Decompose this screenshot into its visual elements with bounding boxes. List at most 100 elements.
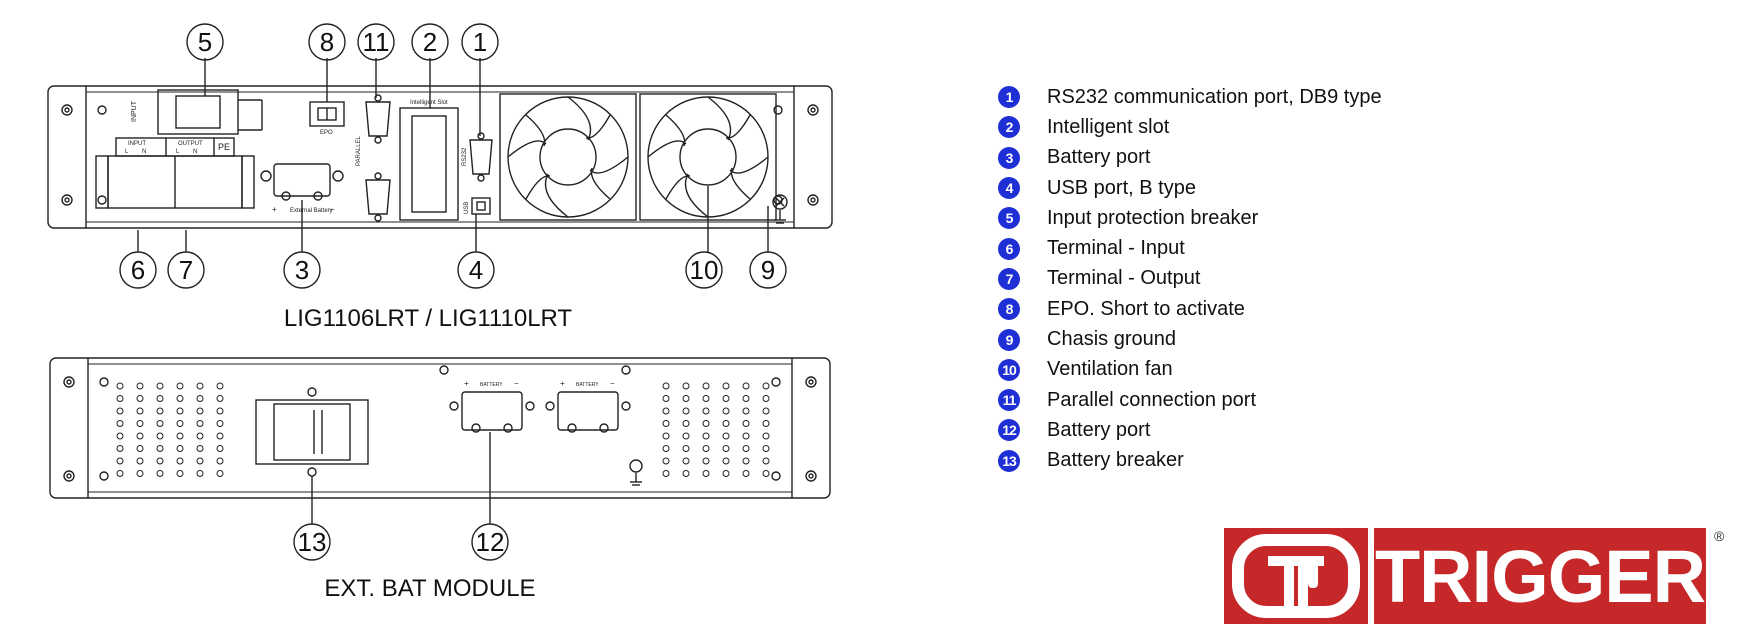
legend-item-text: Chasis ground: [1047, 328, 1176, 351]
external-battery-port: External Battery + −: [260, 163, 344, 214]
vent-hole: [722, 470, 730, 477]
legend-item-text: Input protection breaker: [1047, 206, 1259, 229]
legend-item-text: Battery port: [1047, 418, 1151, 441]
vent-hole: [216, 395, 224, 402]
vent-hole: [662, 445, 670, 452]
vent-hole: [762, 420, 770, 427]
legend-number-badge: 2: [998, 116, 1020, 139]
parallel-label: PARALLEL: [356, 135, 362, 166]
vent-hole: [702, 432, 710, 440]
intelligent-slot-label: Intelligent Slot: [410, 100, 448, 106]
legend-item-text: Battery port: [1047, 146, 1151, 169]
epo-connector: EPO: [309, 101, 345, 136]
vent-hole: [116, 420, 124, 427]
vent-hole: [662, 382, 670, 390]
callout-12-label: 12: [476, 527, 505, 557]
legend-number-badge: 11: [998, 389, 1020, 412]
front-chassis-outline: [47, 85, 833, 229]
rs232-label: RS232: [462, 147, 468, 166]
callout-4-label: 4: [469, 255, 483, 285]
trigger-logo-mark: [1224, 528, 1368, 624]
vent-hole: [196, 457, 204, 465]
vent-hole: [682, 407, 690, 415]
callout-13-label: 13: [298, 527, 327, 557]
vent-hole: [156, 432, 164, 440]
vent-hole: [196, 432, 204, 440]
epo-label: EPO: [320, 130, 333, 136]
legend-number-badge: 10: [998, 358, 1020, 381]
callout-11: [357, 23, 395, 61]
callout-11-label: 11: [363, 27, 390, 57]
vent-hole: [702, 420, 710, 427]
vent-hole: [722, 420, 730, 427]
callout-3-label: 3: [295, 255, 309, 285]
external-battery-label: External Battery: [290, 208, 333, 214]
vent-hole: [216, 470, 224, 477]
vent-hole: [176, 420, 184, 427]
battery-breaker: [255, 387, 369, 477]
module-battery-label-2: BATTERY: [576, 382, 599, 388]
vent-hole: [662, 395, 670, 402]
vent-hole: [156, 382, 164, 390]
vent-hole: [742, 420, 750, 427]
terminal-l-label: L: [125, 149, 129, 155]
trigger-logo-wordmark: TRIGGER: [1374, 528, 1706, 624]
ext-battery-module: BATTERY + − BATTERY + −: [49, 357, 831, 561]
vent-hole: [722, 407, 730, 415]
vent-hole: [176, 382, 184, 390]
vent-hole: [216, 382, 224, 390]
vent-hole: [682, 457, 690, 465]
external-battery-minus: −: [330, 205, 335, 214]
vent-hole: [762, 445, 770, 452]
legend-item: 3 Battery port: [998, 143, 1382, 173]
vent-hole: [762, 407, 770, 415]
vent-hole: [682, 395, 690, 402]
vent-hole: [116, 382, 124, 390]
legend-number-badge: 5: [998, 207, 1020, 230]
terminal-n-label: N: [142, 149, 146, 155]
vent-hole: [196, 470, 204, 477]
module-battery-label-1: BATTERY: [480, 382, 503, 388]
vent-hole: [702, 445, 710, 452]
vent-hole: [702, 457, 710, 465]
legend-item-text: Terminal - Output: [1047, 267, 1201, 290]
vent-hole: [176, 407, 184, 415]
callout-12: [471, 523, 509, 561]
callout-9: [749, 251, 787, 289]
external-battery-plus: +: [272, 205, 277, 214]
vent-hole: [722, 382, 730, 390]
vent-hole: [136, 407, 144, 415]
legend-item-text: EPO. Short to activate: [1047, 297, 1245, 320]
callout-2: [411, 23, 449, 61]
legend-item-text: Ventilation fan: [1047, 358, 1173, 381]
terminal-block: INPUT OUTPUT PE L N L N: [95, 137, 255, 209]
vent-hole: [702, 407, 710, 415]
vent-hole: [702, 382, 710, 390]
callout-1-label: 1: [473, 27, 487, 57]
vent-hole: [722, 457, 730, 465]
vent-hole: [136, 420, 144, 427]
callout-1: [461, 23, 499, 61]
usb-port: USB: [464, 197, 491, 215]
vent-hole: [682, 445, 690, 452]
breaker-label: INPUT: [131, 100, 138, 122]
usb-label: USB: [464, 202, 470, 214]
vent-hole: [722, 395, 730, 402]
vent-hole: [136, 457, 144, 465]
vent-hole: [216, 420, 224, 427]
ventilation-fan-left: [499, 93, 637, 221]
legend-item: 10 Ventilation fan: [998, 355, 1382, 385]
legend-number-badge: 3: [998, 146, 1020, 169]
vent-hole: [662, 457, 670, 465]
vent-hole: [116, 395, 124, 402]
ups-rear-panel-diagram: INPUT INPUT OUTPUT PE L N L N: [47, 23, 833, 602]
module-battery-minus-1: −: [514, 379, 519, 388]
module-ground: [629, 459, 643, 486]
legend-number-badge: 9: [998, 328, 1020, 351]
